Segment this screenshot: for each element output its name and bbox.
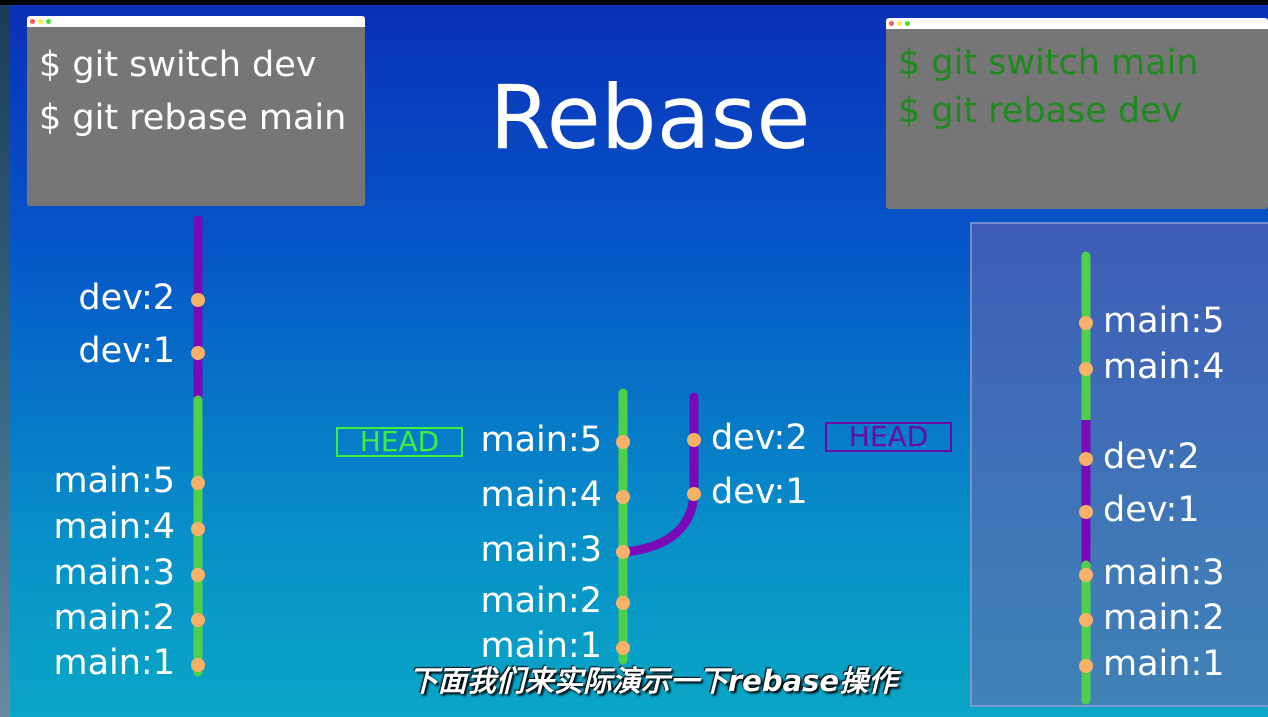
command-line: $ git rebase main xyxy=(39,98,347,138)
commit-label: dev:1 xyxy=(78,331,175,371)
commit-label: dev:1 xyxy=(711,472,808,512)
commit-label: main:5 xyxy=(480,420,602,460)
commit-label: main:5 xyxy=(1103,301,1225,341)
commit-dot xyxy=(616,641,630,655)
commit-label: dev:2 xyxy=(711,418,808,458)
commit-dot xyxy=(191,613,205,627)
commit-label: main:3 xyxy=(1103,553,1225,593)
commit-label: main:1 xyxy=(480,626,602,666)
commit-dot xyxy=(1079,659,1093,673)
commit-label: main:1 xyxy=(53,643,175,683)
commit-dot xyxy=(1079,613,1093,627)
commit-dot xyxy=(191,658,205,672)
commit-dot xyxy=(1079,316,1093,330)
commit-dot xyxy=(1079,505,1093,519)
commit-label: main:2 xyxy=(53,598,175,638)
commit-label: main:2 xyxy=(480,581,602,621)
commit-dot xyxy=(616,596,630,610)
commit-dot xyxy=(1079,568,1093,582)
commit-dot xyxy=(191,476,205,490)
commit-label: main:2 xyxy=(1103,598,1225,638)
head-marker-main: HEAD xyxy=(336,427,463,457)
command-line: $ git switch dev xyxy=(39,45,317,85)
slide-title: Rebase xyxy=(489,66,811,169)
commit-dot xyxy=(616,435,630,449)
commit-dot xyxy=(191,346,205,360)
commit-dot xyxy=(1079,452,1093,466)
commit-label: dev:2 xyxy=(1103,437,1200,477)
commit-label: dev:2 xyxy=(78,278,175,318)
command-line: $ git switch main xyxy=(898,43,1199,83)
commit-dot xyxy=(191,522,205,536)
commit-label: main:3 xyxy=(480,530,602,570)
top-bar xyxy=(0,0,1268,5)
commit-label: main:5 xyxy=(53,461,175,501)
commit-dot xyxy=(687,433,701,447)
terminal-left: $ git switch dev $ git rebase main xyxy=(27,16,365,206)
commit-label: main:1 xyxy=(1103,644,1225,684)
commit-dot xyxy=(191,568,205,582)
commit-label: main:4 xyxy=(480,475,602,515)
terminal-titlebar xyxy=(27,16,365,27)
commit-dot xyxy=(616,545,630,559)
commit-label: main:4 xyxy=(1103,347,1225,387)
terminal-right: $ git switch main $ git rebase dev xyxy=(886,18,1268,209)
head-marker-dev: HEAD xyxy=(825,422,952,452)
commit-dot xyxy=(1079,362,1093,376)
result-panel xyxy=(970,222,1268,707)
subtitle: 下面我们来实际演示一下rebase操作 xyxy=(408,664,898,698)
command-line: $ git rebase dev xyxy=(898,91,1183,131)
terminal-titlebar xyxy=(886,18,1268,29)
background-strip xyxy=(0,0,10,717)
commit-dot xyxy=(191,293,205,307)
commit-dot xyxy=(687,487,701,501)
commit-label: dev:1 xyxy=(1103,490,1200,530)
commit-label: main:3 xyxy=(53,553,175,593)
dev-branch-line xyxy=(620,392,699,557)
commit-dot xyxy=(616,490,630,504)
commit-label: main:4 xyxy=(53,507,175,547)
